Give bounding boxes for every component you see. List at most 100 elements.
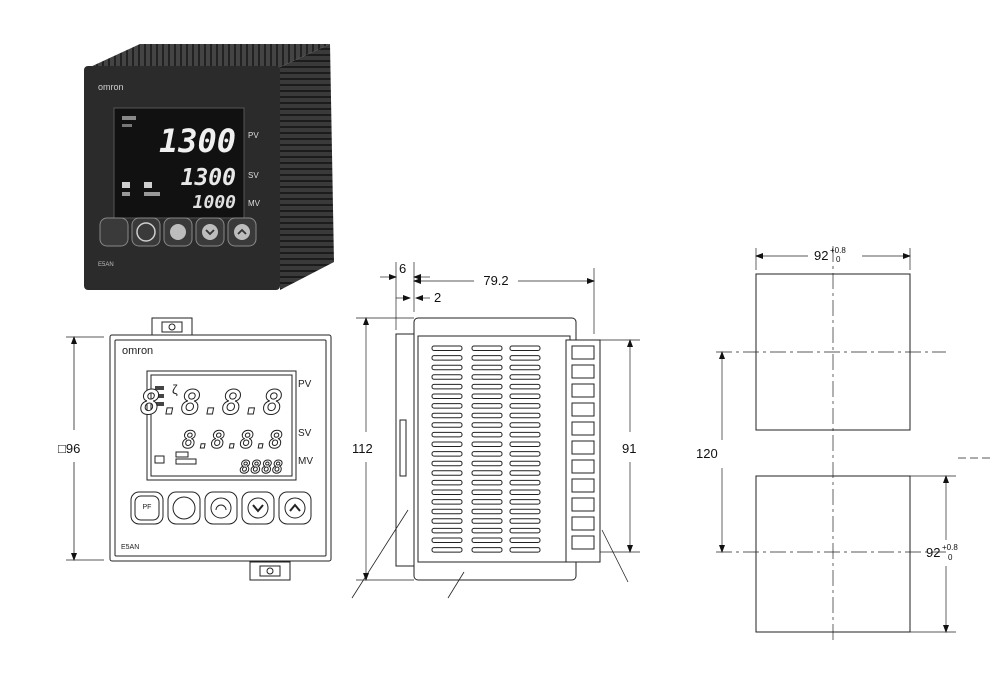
cutout-height-dim: 92 — [926, 545, 940, 560]
terminal-screw — [571, 478, 595, 493]
side-dim-91: 91 — [622, 441, 636, 456]
vent-slot — [431, 355, 463, 361]
vent-slot — [471, 345, 503, 351]
photo-sv-label: SV — [248, 171, 259, 180]
vent-slot — [509, 374, 541, 380]
vent-slot — [509, 508, 541, 515]
circle-icon — [136, 222, 156, 242]
terminal-screw — [571, 440, 595, 455]
vent-slot — [431, 345, 463, 351]
front-mode-button — [167, 491, 201, 525]
terminal-screw — [571, 402, 595, 417]
side-case — [413, 317, 577, 581]
front-status-lamp — [154, 455, 165, 464]
chevron-up-icon — [284, 497, 306, 519]
front-mv-label: MV — [298, 456, 313, 467]
vent-slot — [471, 508, 503, 515]
photo-pf-button — [99, 217, 129, 247]
photo-mv-value: 1000 — [193, 192, 237, 213]
front-button-row: PF — [130, 491, 312, 525]
vent-slot — [471, 460, 503, 467]
vent-slot — [509, 393, 541, 399]
photo-status-lamp — [122, 192, 130, 196]
vent-slot — [431, 518, 463, 524]
vent-slot — [471, 431, 503, 438]
vent-slot — [471, 393, 503, 399]
side-dim-79-2: 79.2 — [483, 273, 508, 288]
photo-status-lamp — [144, 182, 152, 188]
vent-slot — [471, 383, 503, 390]
vent-slot — [509, 441, 541, 447]
photo-mode-button — [131, 217, 161, 247]
cutout-height-tol-lower: 0 — [948, 553, 953, 562]
photo-status-lamp — [122, 182, 130, 188]
vent-slot — [431, 470, 463, 476]
vent-slot — [509, 527, 541, 534]
front-bezel — [109, 334, 332, 562]
vent-slot — [431, 547, 463, 553]
front-cycle-button — [204, 491, 238, 525]
terminal-screw — [571, 535, 595, 550]
front-size-dimension: □96 — [58, 441, 80, 456]
vent-slot — [509, 499, 541, 505]
vent-slot — [509, 460, 541, 467]
vent-slot — [509, 470, 541, 476]
vent-slot — [471, 470, 503, 476]
vent-slot — [471, 479, 503, 486]
vent-slot — [431, 403, 463, 409]
vent-slot — [471, 441, 503, 447]
front-indicator — [155, 386, 164, 390]
vent-slot — [471, 451, 503, 457]
vent-slot — [509, 422, 541, 428]
side-terminal-block — [565, 339, 601, 563]
vent-slot — [471, 412, 503, 419]
vent-slot — [509, 383, 541, 390]
vent-slot — [509, 345, 541, 351]
vent-slot — [509, 518, 541, 524]
side-dim-2: 2 — [434, 290, 441, 305]
chevron-down-icon — [247, 497, 269, 519]
vent-slot — [431, 441, 463, 447]
front-status-lamp — [175, 451, 189, 458]
vent-slot — [509, 364, 541, 371]
vent-slot — [471, 364, 503, 371]
side-dim-112: 112 — [352, 441, 373, 456]
device-top-face — [88, 44, 330, 68]
vent-slot — [431, 479, 463, 486]
cycle-icon — [170, 224, 186, 240]
vent-slot — [431, 527, 463, 534]
terminal-screw — [571, 516, 595, 531]
front-pv-label: PV — [298, 379, 312, 390]
cutout-height-tol-upper: +0.8 — [942, 543, 958, 552]
vent-slot — [431, 431, 463, 438]
photo-status-lamp — [144, 192, 160, 196]
vent-slot — [509, 412, 541, 419]
cutout-spacing-dim: 120 — [696, 446, 718, 461]
vent-slot — [431, 508, 463, 515]
photo-button-row — [99, 217, 257, 247]
front-indicator — [155, 402, 164, 406]
vent-slot — [471, 527, 503, 534]
front-sv-digits: 8.8.8.8 — [182, 426, 283, 454]
terminal-screw — [571, 421, 595, 436]
vent-slot — [509, 451, 541, 457]
vent-slot — [509, 403, 541, 409]
vent-slot — [431, 422, 463, 428]
vent-slot — [431, 393, 463, 399]
front-sv-label: SV — [298, 428, 312, 439]
photo-model: E5AN — [98, 262, 114, 268]
front-top-clip — [151, 317, 193, 337]
side-dim-6: 6 — [399, 261, 406, 276]
vent-slot — [471, 422, 503, 428]
vent-slot — [471, 403, 503, 409]
vent-slot — [471, 518, 503, 524]
photo-brand: omron — [98, 82, 124, 92]
photo-mv-label: MV — [248, 199, 261, 208]
vent-slot — [431, 499, 463, 505]
chevron-down-icon — [202, 224, 218, 240]
cutout-width-dim: 92 — [814, 248, 828, 263]
front-pf-button-label: PF — [143, 504, 152, 511]
vent-slot — [471, 547, 503, 553]
terminal-screw — [571, 345, 595, 360]
front-display-window — [146, 370, 297, 481]
